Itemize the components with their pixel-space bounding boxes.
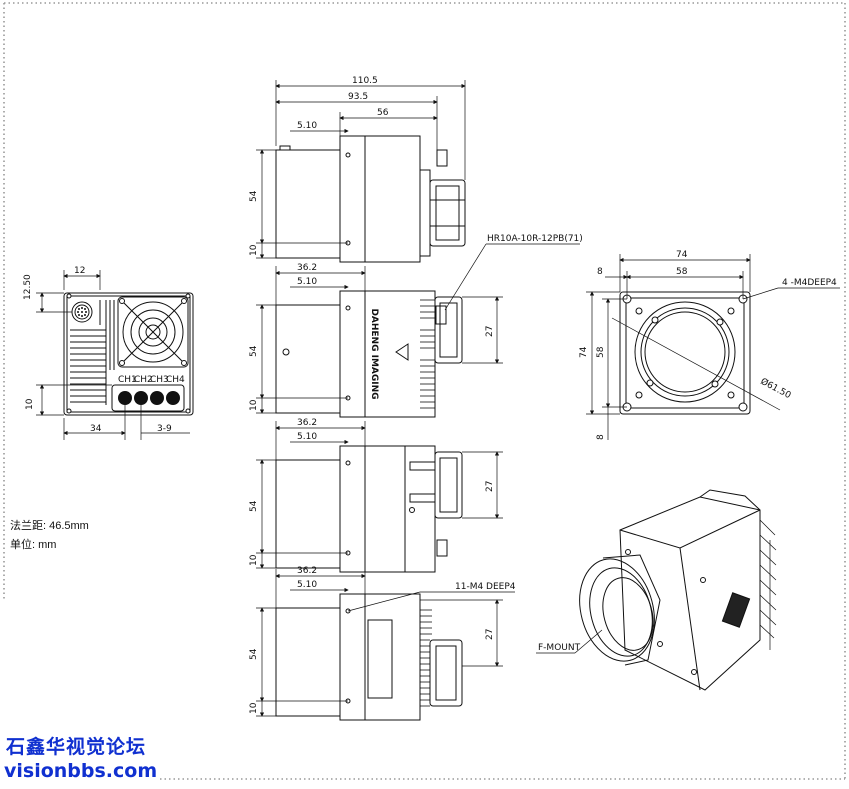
side-view-3	[275, 593, 463, 721]
top-view	[275, 135, 466, 263]
watermark-url[interactable]: visionbbs.com	[4, 760, 158, 782]
dim-label: 36.2	[297, 263, 317, 273]
front-led-labels: CH1 CH2 CH3 CH4	[118, 375, 185, 385]
dim-label: 54	[249, 648, 259, 660]
front-dim-labels: 12 12.50 10 34 3-9	[23, 266, 172, 434]
dim-label: 10	[249, 702, 259, 714]
dim-label: 36.2	[297, 566, 317, 576]
front-view	[63, 292, 194, 416]
hole-label: 4 -M4DEEP4	[782, 278, 837, 288]
side1-dimensions	[256, 243, 580, 414]
dim-label: 54	[249, 190, 259, 202]
dim-label: 74	[676, 250, 688, 260]
dim-label: 10	[249, 399, 259, 411]
side2-dim-labels: 36.2 5.10 54 10 27	[249, 418, 495, 566]
dim-label: 10	[249, 244, 259, 256]
led-label: CH3	[150, 375, 169, 385]
dim-label: 54	[249, 500, 259, 512]
dim-label: 5.10	[297, 580, 317, 590]
flange-distance-note: 法兰距: 46.5mm	[10, 520, 89, 532]
hole-label: 11-M4 DEEP4	[455, 582, 516, 592]
dim-label: 10	[249, 554, 259, 566]
dim-label: 93.5	[348, 92, 368, 102]
dim-label: 5.10	[297, 432, 317, 442]
dim-label: 12.50	[23, 274, 33, 300]
dim-label: 58	[596, 346, 606, 358]
side3-dimensions	[256, 569, 515, 717]
lens-dimensions	[586, 254, 840, 440]
dim-label: 36.2	[297, 418, 317, 428]
iso-view	[579, 489, 777, 691]
dim-label: 58	[676, 267, 688, 277]
mount-label: F-MOUNT	[538, 643, 581, 653]
unit-note: 单位: mm	[10, 539, 57, 551]
side2-dimensions	[256, 421, 503, 569]
dim-label: 54	[249, 345, 259, 357]
led-label: CH2	[134, 375, 153, 385]
dim-label: 27	[485, 629, 495, 640]
lens-view	[619, 291, 751, 415]
dim-label: 12	[74, 266, 85, 276]
connector-label: HR10A-10R-12PB(71)	[487, 234, 583, 244]
dim-label: 8	[596, 434, 606, 440]
dim-label: 5.10	[297, 121, 317, 131]
top-dim-labels: 110.5 93.5 56 5.10 54 10	[249, 76, 389, 256]
dim-label: 27	[485, 326, 495, 337]
dim-label: 27	[485, 481, 495, 492]
led-ch4	[166, 391, 180, 405]
dim-label: 56	[377, 108, 389, 118]
side1-dim-labels: 36.2 5.10 54 10 27 HR10A-10R-12PB(71)	[249, 234, 583, 411]
side-view-2	[275, 445, 463, 573]
sheet-border	[3, 2, 846, 780]
led-label: CH4	[166, 375, 185, 385]
side3-dim-labels: 36.2 5.10 54 10 27 11-M4 DEEP4	[249, 566, 516, 714]
fan-housing	[117, 296, 189, 368]
led-ch2	[134, 391, 148, 405]
top-dimensions	[256, 80, 466, 259]
dim-label: 5.10	[297, 277, 317, 287]
dim-label: 3-9	[157, 424, 172, 434]
dim-label: 34	[90, 424, 102, 434]
dim-label: Ø61.50	[759, 376, 793, 401]
dim-label: 110.5	[352, 76, 378, 86]
front-dimensions	[36, 270, 190, 440]
dim-label: 8	[597, 267, 603, 277]
led-ch3	[150, 391, 164, 405]
dim-label: 10	[25, 398, 35, 410]
brand-text: DAHENG IMAGING	[369, 308, 379, 399]
dim-label: 74	[579, 346, 589, 358]
led-label: CH1	[118, 375, 137, 385]
lens-dim-labels: 74 8 58 74 58 8 Ø61.50 4 -M4DEEP4	[579, 250, 837, 440]
led-panel	[111, 384, 185, 412]
iso-annotation	[536, 629, 603, 654]
f-mount-ring	[579, 558, 655, 662]
led-ch1	[118, 391, 132, 405]
watermark-text: 石鑫华视觉论坛	[6, 736, 147, 758]
